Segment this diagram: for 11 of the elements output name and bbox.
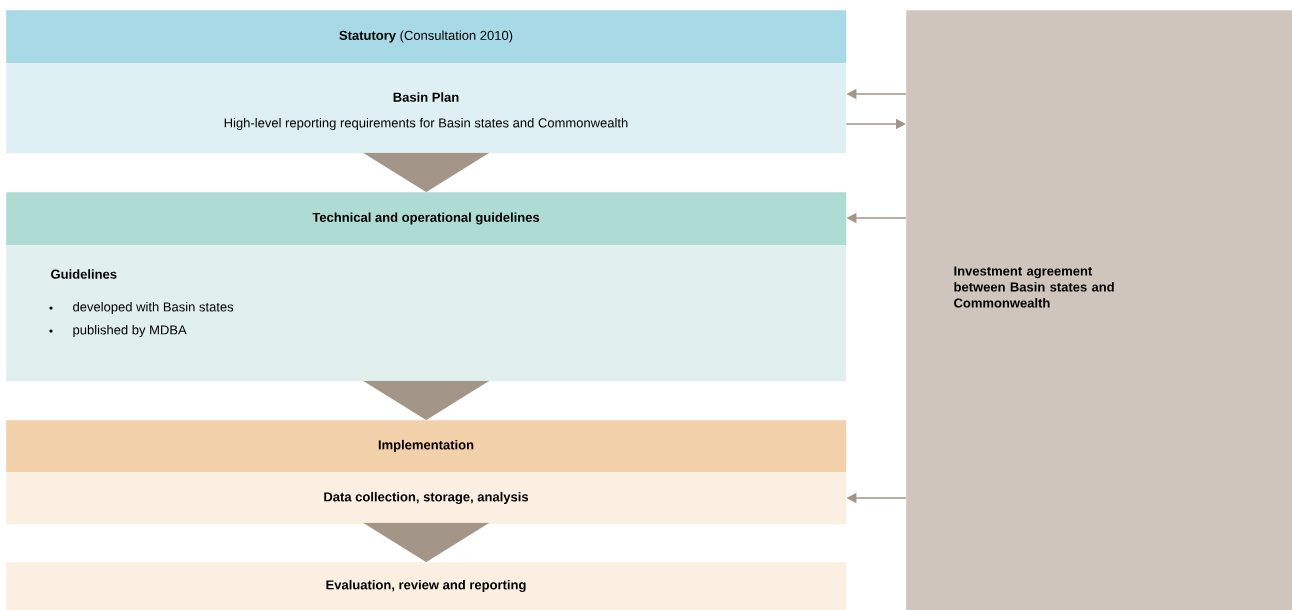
content-box: Data collection, storage, analysis — [6, 472, 847, 525]
header-band: Technical and operational guidelines — [6, 192, 847, 246]
chevron-arrow — [363, 152, 489, 192]
header-band: Implementation — [6, 420, 847, 473]
side-panel: Investment agreement between Basin states and Commonwealth — [906, 10, 1292, 610]
chevron-arrow — [363, 380, 489, 420]
content-box: Guidelines developed with Basin states published by MDBA — [6, 245, 847, 382]
content-box: Basin Plan High-level reporting requirements for Basin states and Commonwealth — [6, 63, 847, 154]
header-band: Statutory (Consultation 2010) — [6, 10, 847, 64]
content-box: Evaluation, review and reporting — [6, 562, 847, 610]
chevron-arrow — [363, 522, 489, 562]
